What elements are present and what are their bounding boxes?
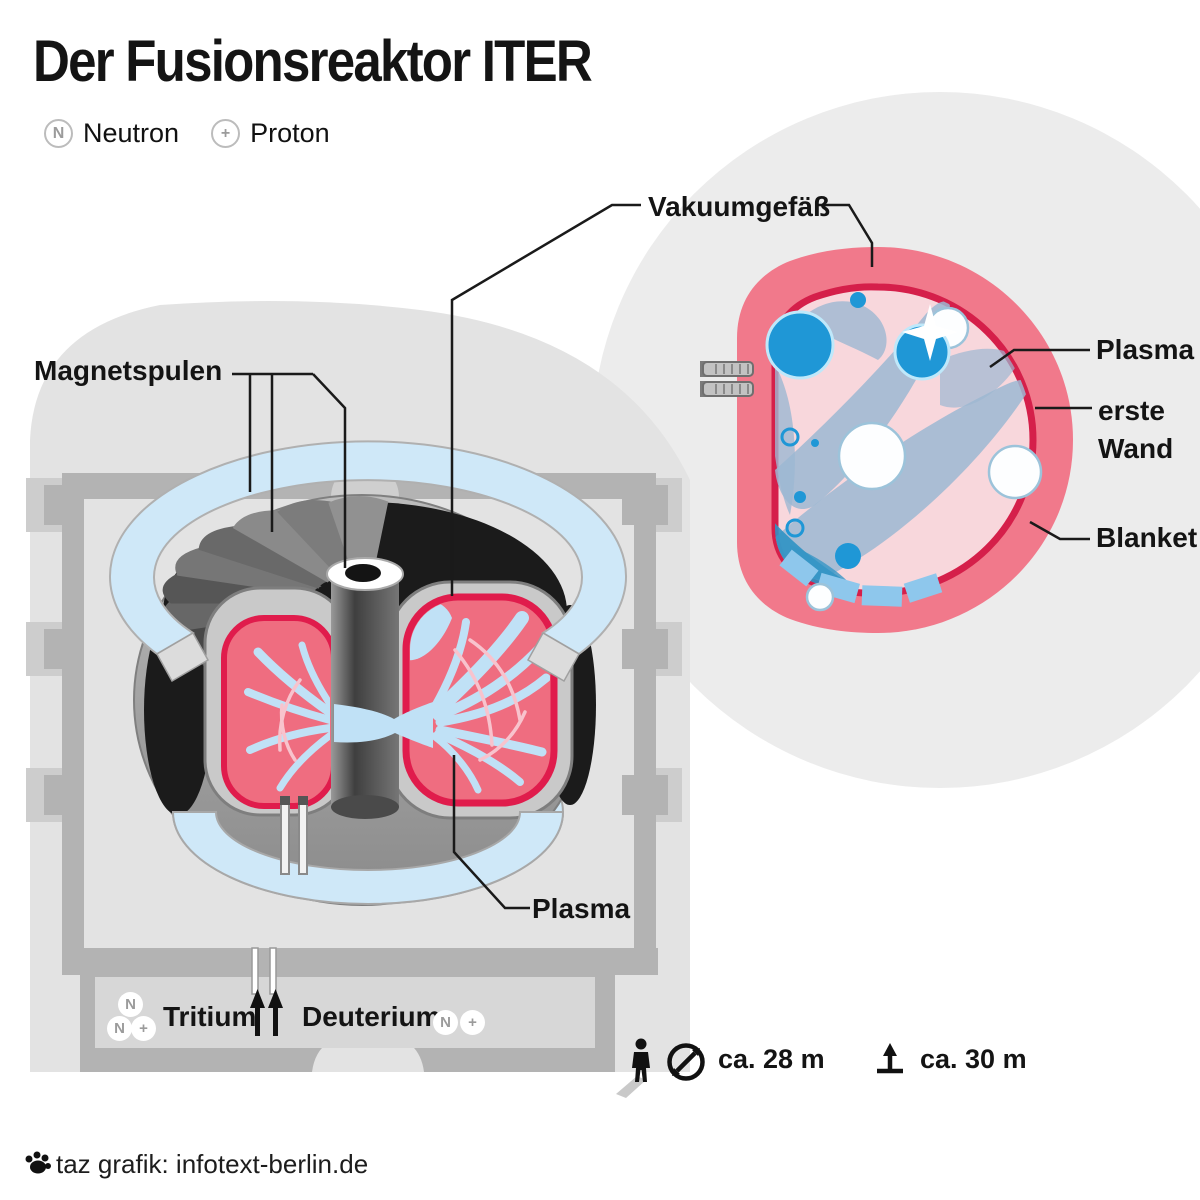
fuel-pipes: [251, 796, 308, 995]
proton-legend-icon: +: [211, 119, 241, 148]
credit-line: taz grafik: infotext-berlin.de: [56, 1149, 369, 1179]
neutron-legend-label: Neutron: [83, 118, 180, 148]
top-field-coil-ring: [109, 440, 627, 683]
tritium-proton-icon: +: [131, 1016, 156, 1041]
tritium-neutron-icon-1: N: [118, 992, 143, 1017]
leader-lines: [232, 203, 1092, 910]
leader-vacuum-vessel-right: [815, 203, 874, 267]
leader-main-plasma: [452, 755, 530, 910]
vessel-ports: [700, 361, 754, 397]
legend: N Neutron + Proton: [44, 118, 330, 149]
page-title: Der Fusionsreaktor ITER: [33, 29, 593, 94]
dimension-height: ca. 30 m: [920, 1044, 1027, 1074]
label-tritium: Tritium: [163, 1001, 257, 1032]
fuel-inlet-panel: [95, 977, 595, 1048]
dimension-width: ca. 28 m: [718, 1044, 825, 1074]
bottom-field-coil-front: [171, 811, 565, 905]
central-solenoid-column: [326, 557, 404, 819]
label-first-wall-line2: Wand: [1098, 433, 1174, 464]
deuterium-neutron-icon: N: [433, 1010, 458, 1035]
neutron-legend-icon: N: [44, 119, 73, 148]
label-detail-plasma: Plasma: [1096, 334, 1195, 365]
label-magnet-coils: Magnetspulen: [34, 355, 223, 386]
label-vacuum-vessel: Vakuumgefäß: [648, 191, 831, 222]
leader-magnet-coils: [232, 372, 347, 568]
tritium-neutron-icon-2: N: [107, 1016, 132, 1041]
taz-paw-icon: [25, 1151, 51, 1174]
divertor-tiles: [779, 549, 943, 607]
label-first-wall: erste Wand: [1098, 392, 1173, 468]
deuterium-proton-icon: +: [460, 1010, 485, 1035]
fusion-spark: [902, 304, 958, 361]
diameter-icon: [667, 1043, 705, 1081]
leader-vacuum-vessel-left: [450, 203, 641, 596]
plasma-streams-left: [244, 641, 330, 792]
fusion-particles: [765, 292, 1043, 612]
plasma-band: [334, 702, 433, 748]
label-main-plasma: Plasma: [532, 893, 631, 924]
label-blanket: Blanket: [1096, 522, 1198, 553]
label-deuterium: Deuterium: [302, 1001, 441, 1032]
proton-legend-label: Proton: [250, 118, 330, 148]
tritium-arrows: [250, 989, 283, 1036]
leader-blanket: [1029, 520, 1090, 541]
label-first-wall-line1: erste: [1098, 395, 1165, 426]
height-icon: [877, 1043, 903, 1074]
human-scale-figure: [616, 1038, 650, 1098]
vessel-cross-section-detail: [700, 247, 1073, 633]
leader-detail-plasma: [989, 348, 1090, 369]
